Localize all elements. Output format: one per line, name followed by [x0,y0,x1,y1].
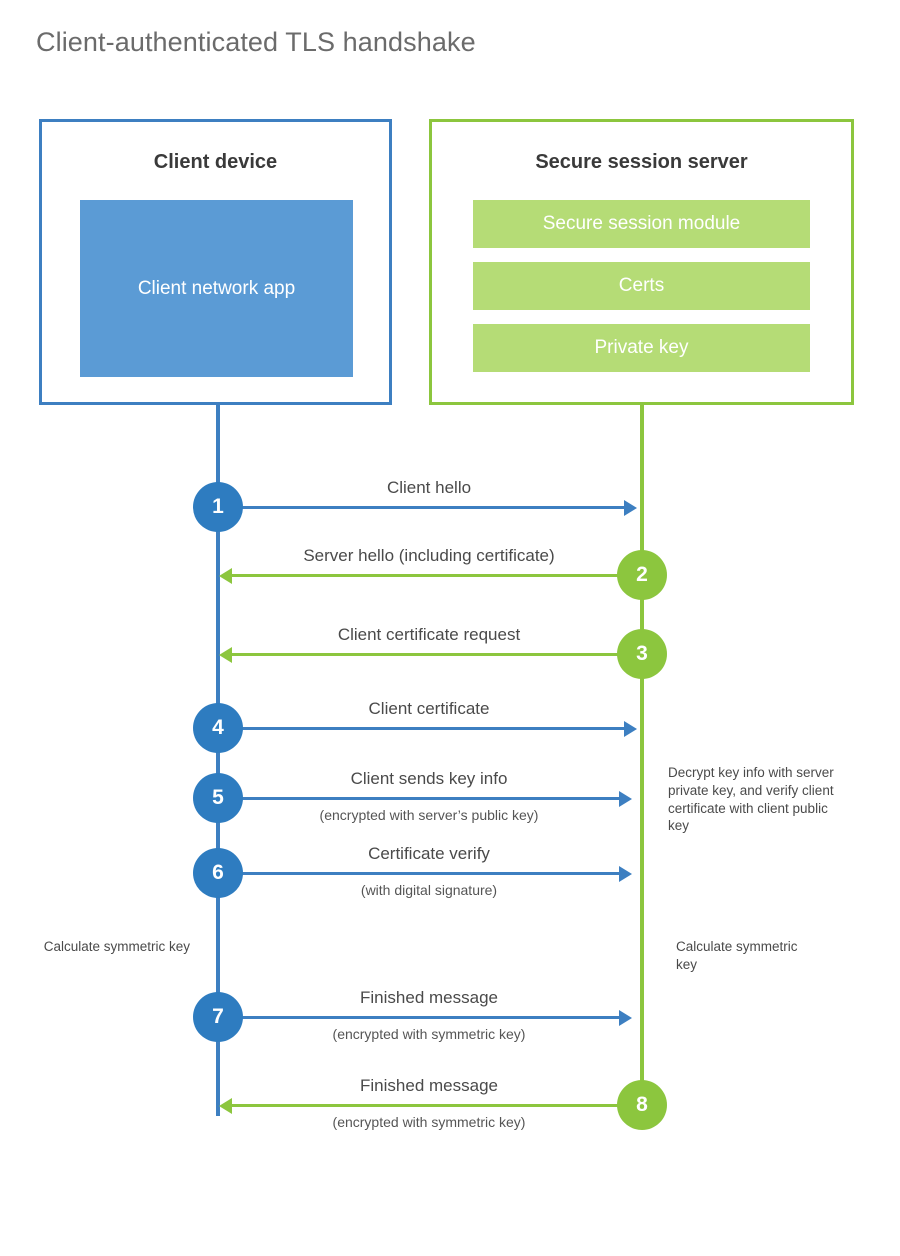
server-component-certs: Certs [473,262,810,310]
client-network-app-block: Client network app [80,200,353,377]
step-circle-7[interactable]: 7 [193,992,243,1042]
note-server-decrypt: Decrypt key info with server private key… [668,765,834,834]
step-circle-5[interactable]: 5 [193,773,243,823]
arrow-shaft-5 [218,797,619,800]
message-sublabel-5: (encrypted with server’s public key) [319,807,539,823]
message-label-6: Certificate verify [368,844,490,863]
step-circle-2[interactable]: 2 [617,550,667,600]
arrow-head-5 [619,791,632,807]
arrow-shaft-7 [218,1016,619,1019]
arrow-head-1 [624,500,637,516]
step-circle-3[interactable]: 3 [617,629,667,679]
page-title: Client-authenticated TLS handshake [36,27,476,57]
secure-session-server-box: Secure session server Secure session mod… [429,119,854,405]
step-circle-4[interactable]: 4 [193,703,243,753]
arrow-shaft-1 [218,506,624,509]
arrow-head-6 [619,866,632,882]
message-label-8: Finished message [360,1076,498,1095]
message-sublabel-7: (encrypted with symmetric key) [332,1026,526,1042]
message-sublabel-6: (with digital signature) [360,882,498,898]
client-lifeline [216,404,220,1116]
step-circle-1[interactable]: 1 [193,482,243,532]
step-circle-6[interactable]: 6 [193,848,243,898]
arrow-head-8 [219,1098,232,1114]
step-circle-8[interactable]: 8 [617,1080,667,1130]
client-device-box: Client device Client network app [39,119,392,405]
message-label-7: Finished message [360,988,498,1007]
arrow-shaft-4 [218,727,624,730]
message-label-3: Client certificate request [337,625,521,644]
note-server-calculate-symmetric-key: Calculate symmetric key [676,939,798,972]
arrow-shaft-6 [218,872,619,875]
arrow-head-3 [219,647,232,663]
arrow-head-2 [219,568,232,584]
arrow-head-7 [619,1010,632,1026]
message-label-4: Client certificate [368,699,490,718]
message-label-2: Server hello (including certificate) [303,546,555,565]
message-label-5: Client sends key info [350,769,508,788]
arrow-shaft-8 [232,1104,624,1107]
server-component-secure-session-module: Secure session module [473,200,810,248]
arrow-shaft-2 [232,574,624,577]
note-client-calculate-symmetric-key: Calculate symmetric key [43,939,190,954]
secure-session-server-title: Secure session server [535,151,748,173]
server-lifeline [640,404,644,1105]
arrow-shaft-3 [232,653,624,656]
message-sublabel-8: (encrypted with symmetric key) [332,1114,526,1130]
arrow-head-4 [624,721,637,737]
message-label-1: Client hello [386,478,472,497]
server-component-private-key: Private key [473,324,810,372]
client-device-title: Client device [153,151,278,173]
server-components-stack: Secure session module Certs Private key [473,200,810,372]
